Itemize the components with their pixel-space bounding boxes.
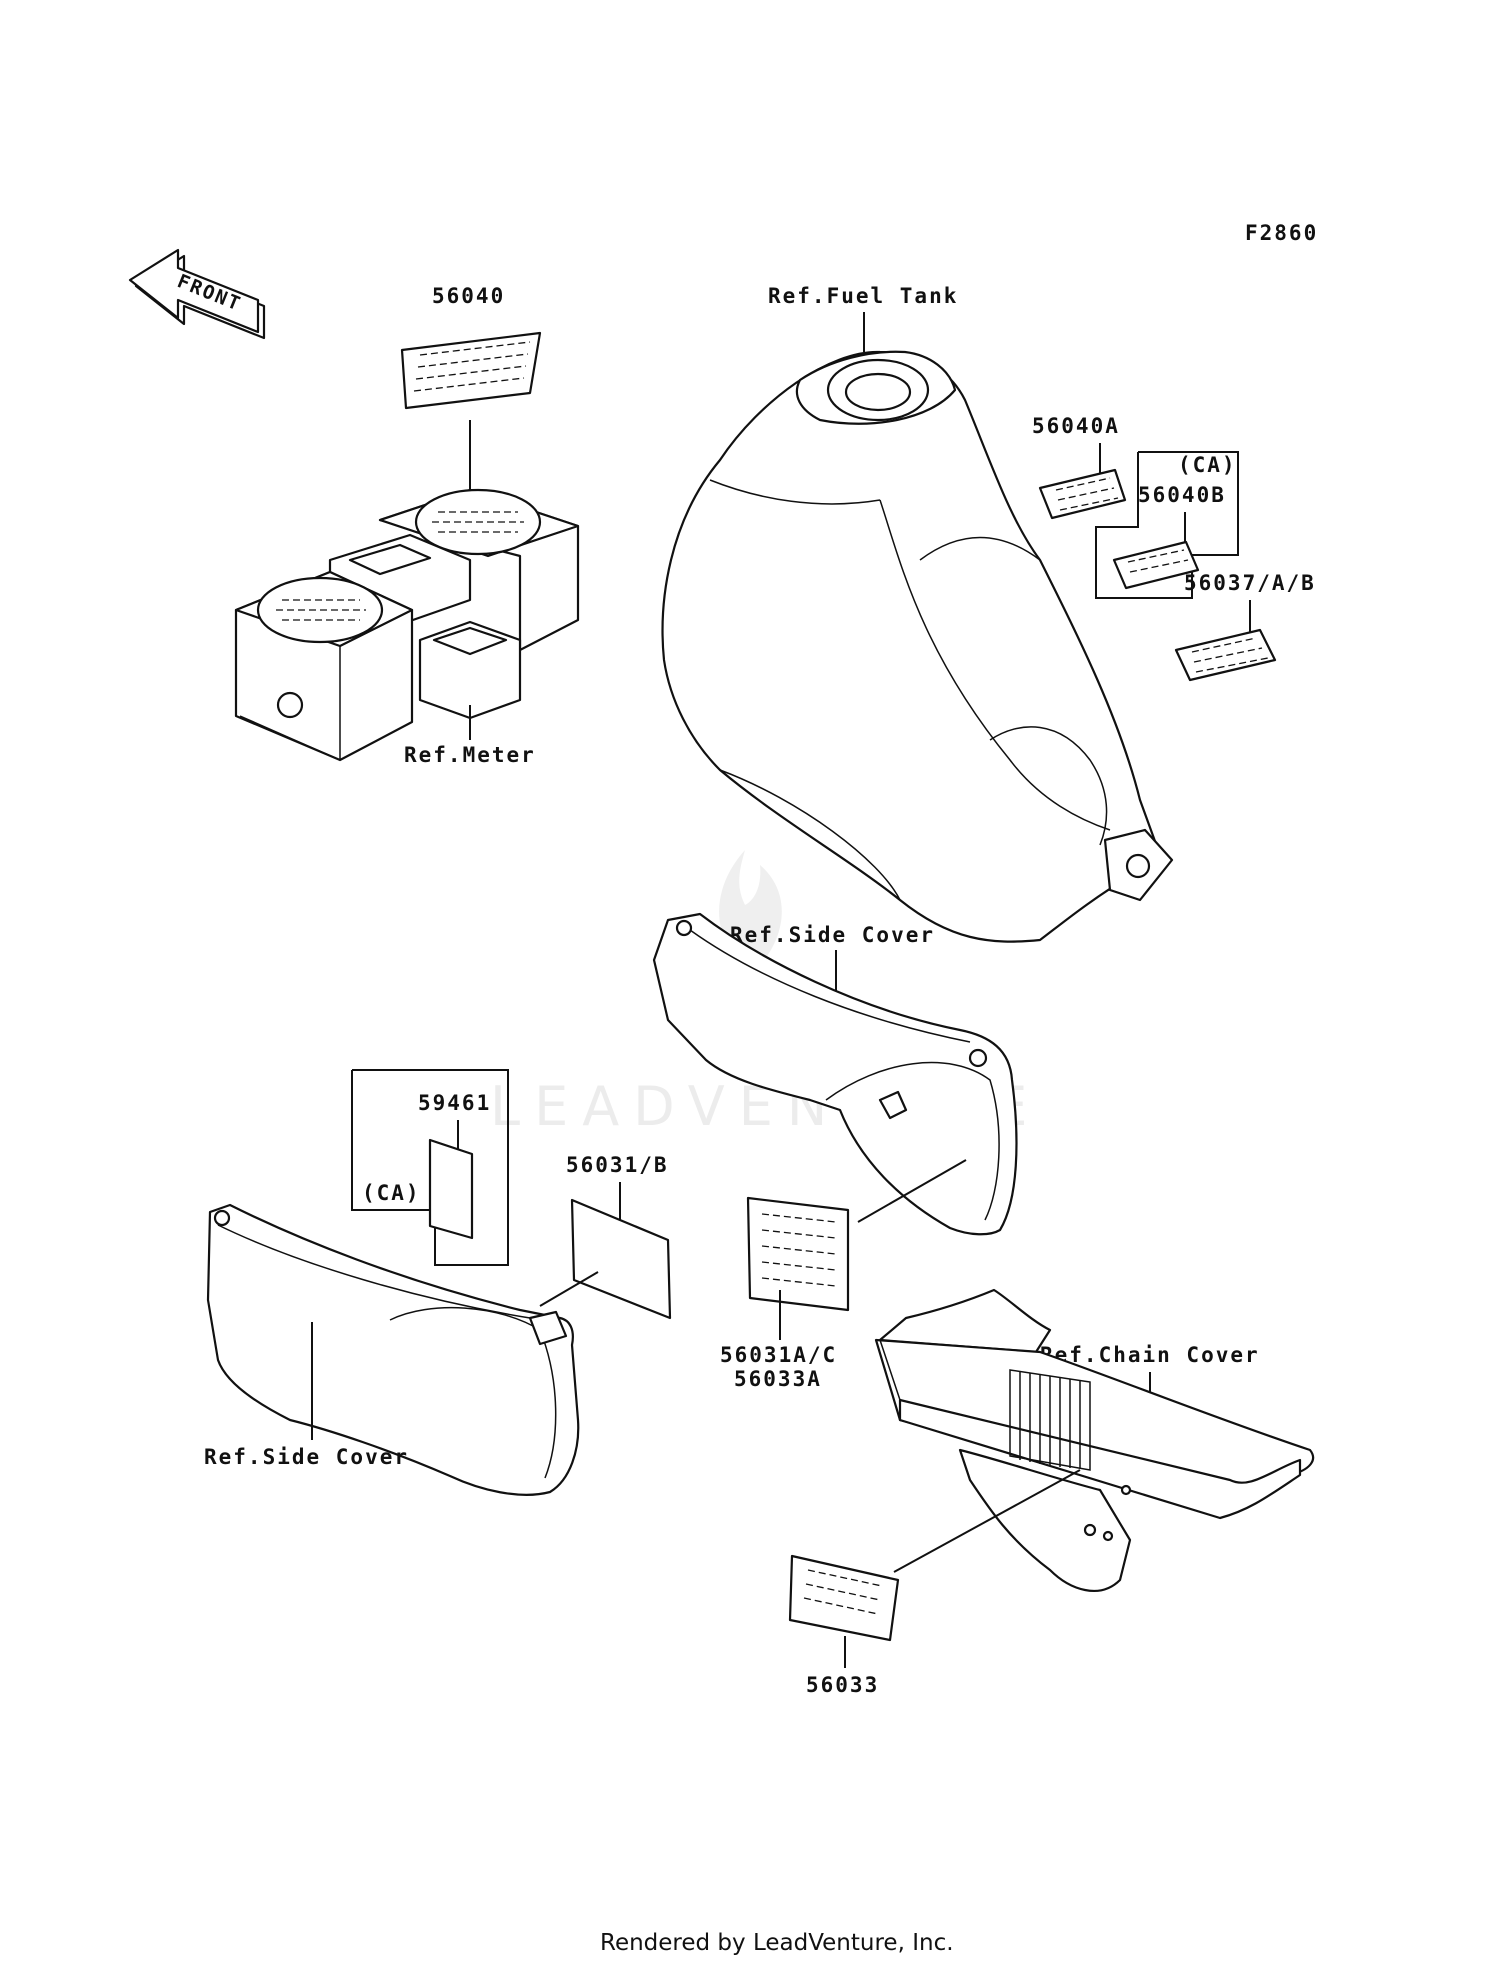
decal-56040 xyxy=(400,331,542,410)
ca-bracket-top xyxy=(1095,451,1239,599)
label-56033a: 56033A xyxy=(734,1367,822,1391)
decal-59461 xyxy=(428,1138,474,1240)
footer-credit: Rendered by LeadVenture, Inc. xyxy=(600,1930,954,1956)
label-56037: 56037/A/B xyxy=(1184,571,1316,595)
label-56031ac: 56031A/C xyxy=(720,1343,837,1367)
label-56040a: 56040A xyxy=(1032,414,1120,438)
chain-cover xyxy=(874,1288,1315,1592)
decal-56031b xyxy=(570,1198,672,1320)
leader-56031b-to-cover xyxy=(539,1271,599,1307)
ca-bracket-left xyxy=(351,1069,509,1266)
label-ref-chain-cover: Ref.Chain Cover xyxy=(1040,1343,1260,1367)
decal-56031ac xyxy=(746,1196,850,1312)
label-ref-side-cover-upper: Ref.Side Cover xyxy=(730,923,935,947)
label-ca-left: (CA) xyxy=(362,1181,421,1205)
fuel-tank xyxy=(661,350,1174,943)
label-ref-meter: Ref.Meter xyxy=(404,743,536,767)
label-56031b: 56031/B xyxy=(566,1153,669,1177)
side-cover-lower xyxy=(206,1203,580,1496)
leader-56033-to-cover xyxy=(893,1469,1081,1573)
label-ref-fuel-tank: Ref.Fuel Tank xyxy=(768,284,958,308)
meter-assembly xyxy=(234,488,580,762)
decal-56040a xyxy=(1038,468,1127,520)
label-ref-side-cover-lower: Ref.Side Cover xyxy=(204,1445,409,1469)
label-ca-top: (CA) xyxy=(1178,453,1237,477)
label-56033: 56033 xyxy=(806,1673,879,1697)
decal-56037 xyxy=(1174,628,1277,682)
label-56040b: 56040B xyxy=(1138,483,1226,507)
side-cover-upper xyxy=(652,912,1018,1236)
front-arrow-icon: FRONT xyxy=(128,248,266,340)
decal-56040b xyxy=(1112,540,1200,590)
figure-code: F2860 xyxy=(1245,221,1318,245)
decal-56033 xyxy=(788,1554,900,1642)
leader-56031ac-to-cover xyxy=(857,1159,967,1223)
label-56040: 56040 xyxy=(432,284,505,308)
label-59461: 59461 xyxy=(418,1091,491,1115)
